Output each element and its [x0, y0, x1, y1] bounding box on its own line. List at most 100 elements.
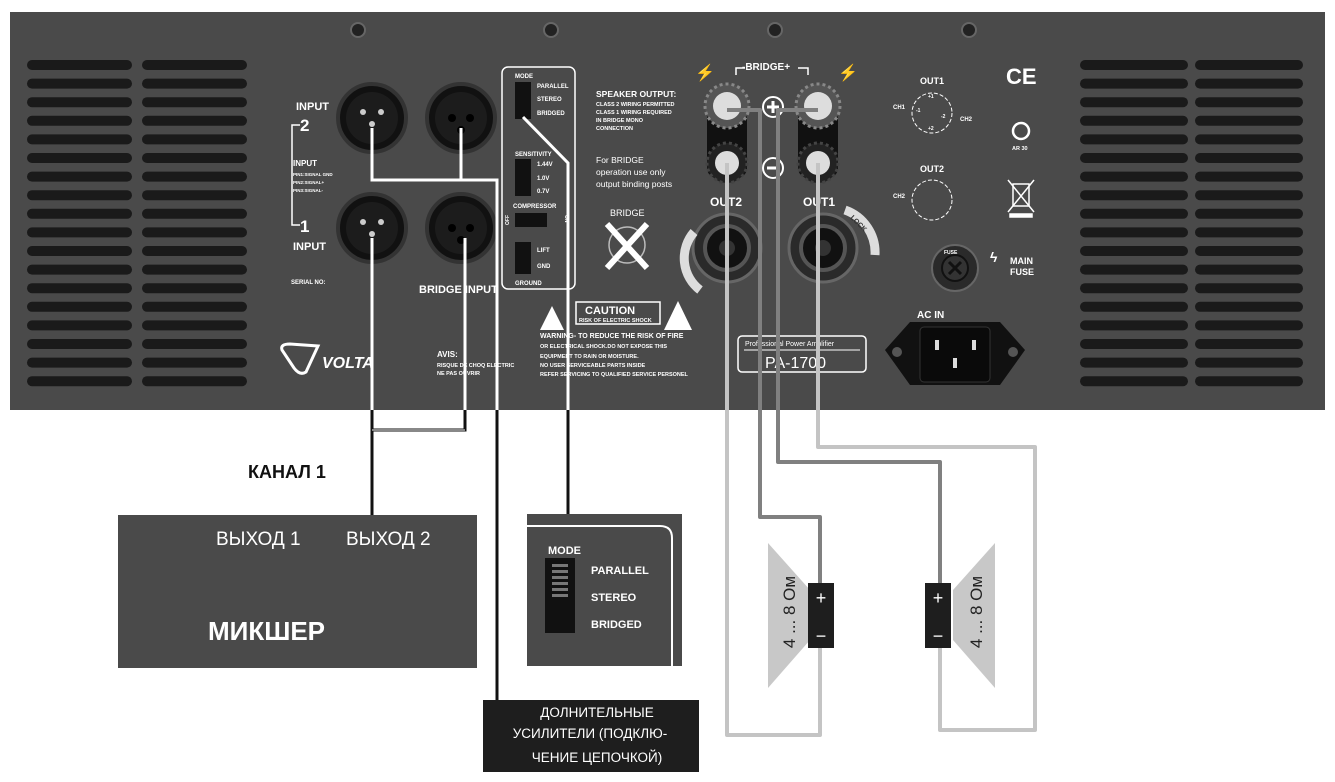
ventilation-grille	[27, 60, 1303, 387]
vent-slot	[142, 246, 247, 256]
binding-posts	[703, 82, 842, 185]
xlr-bridge-input-female	[425, 192, 497, 264]
compressor-switch[interactable]	[515, 213, 547, 227]
vent-slot	[27, 115, 132, 126]
vent-slot	[142, 301, 247, 312]
vent-slot	[1195, 190, 1303, 201]
plus-icon	[762, 96, 784, 118]
ac-power-inlet[interactable]	[885, 322, 1025, 385]
vent-slot	[142, 227, 247, 238]
vent-slot	[142, 376, 247, 387]
bridge-crossed-icon	[604, 221, 650, 271]
fuse-holder[interactable]	[931, 244, 979, 292]
bridge-label: BRIDGE	[610, 208, 645, 218]
out1-pinout-title: OUT1	[920, 76, 944, 86]
vent-slot	[1080, 320, 1188, 331]
vent-slot	[27, 97, 132, 108]
compressor-on: ON	[563, 215, 569, 223]
electric-shock-warning-icon	[540, 306, 564, 330]
vent-slot	[1195, 376, 1303, 387]
pct-mark-icon	[1011, 121, 1031, 141]
vent-slot	[1080, 78, 1188, 89]
ground-gnd: GND	[537, 264, 551, 270]
speaker-1-plus: +	[816, 588, 827, 608]
svg-text:OR ELECTRICAL SHOCK.DO NOT EXP: OR ELECTRICAL SHOCK.DO NOT EXPOSE THIS	[540, 344, 667, 350]
svg-text:REFER SERVICING TO QUALIFIED S: REFER SERVICING TO QUALIFIED SERVICE PER…	[540, 372, 689, 378]
vent-slot	[1080, 153, 1188, 163]
mixer-title: МИКШЕР	[208, 616, 325, 646]
warning-text: WARNING- TO REDUCE THE RISK OF FIRE OR E…	[540, 333, 689, 378]
speaker-1-minus: −	[816, 626, 827, 646]
vent-slot	[1195, 60, 1303, 70]
ce-mark: CE	[1006, 64, 1037, 89]
vent-slot	[1080, 171, 1188, 182]
input2-number: 2	[300, 116, 309, 135]
mode-switch[interactable]	[515, 82, 531, 119]
svg-text:УСИЛИТЕЛИ (ПОДКЛЮ-: УСИЛИТЕЛИ (ПОДКЛЮ-	[513, 726, 668, 741]
vent-slot	[1080, 301, 1188, 312]
pin-label: -2	[941, 114, 946, 120]
out2-ch2: CH2	[893, 194, 906, 200]
vent-slot	[142, 115, 247, 126]
vent-slot	[142, 208, 247, 219]
svg-text:For BRIDGE: For BRIDGE	[596, 155, 644, 165]
pin-label: -1	[916, 108, 921, 114]
vent-slot	[1080, 134, 1188, 145]
out2-pinout-title: OUT2	[920, 164, 944, 174]
extra-amplifiers-label: ДОЛНИТЕЛЬНЫЕ УСИЛИТЕЛИ (ПОДКЛЮ- ЧЕНИЕ ЦЕ…	[483, 700, 699, 772]
xlr-input2-female	[425, 82, 497, 154]
vent-slot	[1080, 60, 1188, 70]
bridge-input-label: BRIDGE INPUT	[419, 284, 498, 296]
ground-switch[interactable]	[515, 242, 531, 274]
speaker-2: + − 4 ... 8 Ом	[925, 543, 995, 688]
svg-text:SPEAKER OUTPUT:: SPEAKER OUTPUT:	[596, 89, 676, 99]
vent-slot	[1080, 339, 1188, 349]
vent-slot	[1195, 78, 1303, 89]
svg-text:IN BRIDGE MONO: IN BRIDGE MONO	[596, 118, 644, 124]
svg-text:NO USER SERVICEABLE PARTS INSI: NO USER SERVICEABLE PARTS INSIDE	[540, 363, 646, 369]
vent-slot	[1195, 339, 1303, 349]
ac-in-label: AC IN	[917, 310, 944, 321]
out1-ch1: CH1	[893, 105, 906, 111]
sensitivity-switch[interactable]	[515, 159, 531, 196]
mixer-output-1: ВЫХОД 1	[216, 529, 301, 550]
vent-slot	[27, 357, 132, 368]
speaker-1: + − 4 ... 8 Ом	[768, 543, 834, 688]
mode-bridged: BRIDGED	[537, 111, 565, 117]
vent-slot	[1080, 376, 1188, 387]
vent-slot	[27, 153, 132, 163]
mode-detail-stereo: STEREO	[591, 592, 637, 604]
svg-text:CONNECTION: CONNECTION	[596, 126, 633, 132]
input1-label: INPUT	[293, 241, 326, 253]
speaker-2-plus: +	[933, 588, 944, 608]
ground-lift: LIFT	[537, 248, 550, 254]
out1-ch2: CH2	[960, 117, 973, 123]
svg-text:AVIS:: AVIS:	[437, 350, 458, 359]
vent-slot	[142, 190, 247, 201]
vent-slot	[142, 320, 247, 331]
pin-label: +2	[928, 126, 934, 132]
svg-text:NE PAS OUVRIR: NE PAS OUVRIR	[437, 371, 480, 377]
lightning-icon-left: ⚡	[695, 63, 715, 82]
vent-slot	[1080, 264, 1188, 275]
vent-slot	[142, 264, 247, 275]
mode-parallel: PARALLEL	[537, 84, 569, 90]
vent-slot	[1080, 283, 1188, 294]
svg-text:WARNING- TO REDUCE THE RISK OF: WARNING- TO REDUCE THE RISK OF FIRE	[540, 333, 684, 340]
vent-slot	[27, 301, 132, 312]
vent-slot	[27, 134, 132, 145]
model-subtitle: Professional Power Amplifier	[745, 341, 835, 348]
compressor-off: OFF	[505, 215, 511, 225]
xlr-input1-male	[336, 192, 408, 264]
sens-10: 1.0V	[537, 176, 549, 182]
compressor-title: COMPRESSOR	[513, 204, 557, 210]
volta-logo: VOLTA	[280, 342, 374, 375]
vent-slot	[1195, 153, 1303, 163]
vent-slot	[1195, 134, 1303, 145]
vent-slot	[1195, 171, 1303, 182]
vent-slot	[142, 60, 247, 70]
svg-text:operation use only: operation use only	[596, 167, 666, 177]
vent-slot	[142, 97, 247, 108]
pin3-text: PIN3:SIGNAL-	[293, 188, 324, 193]
